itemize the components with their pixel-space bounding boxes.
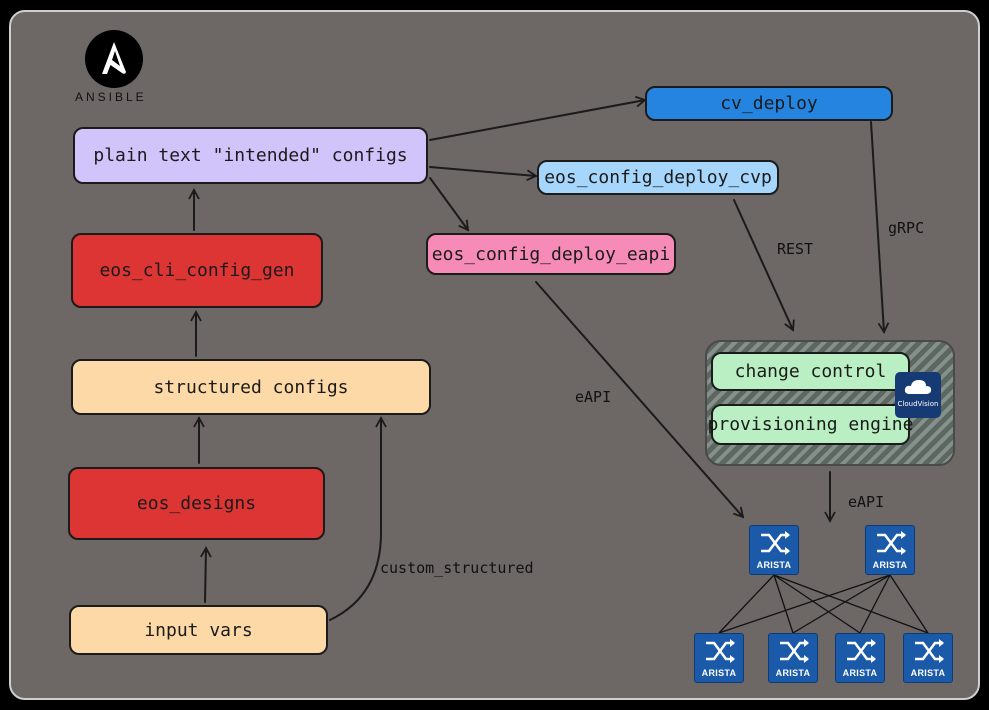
switch-icon (706, 639, 735, 663)
node-input-vars[interactable]: input vars (69, 605, 328, 655)
arista-switch-spine-1[interactable]: ARISTA (749, 525, 799, 575)
node-cv-deploy[interactable]: cv_deploy (645, 86, 893, 121)
edge-intended-deploycvp (429, 166, 538, 182)
edge-intended-deployeapi (429, 177, 470, 232)
edge-deployeapi-switches (535, 281, 745, 519)
label-rest: REST (777, 240, 814, 258)
label-eapi-left: eAPI (575, 388, 612, 406)
arista-switch-leaf-3[interactable]: ARISTA (835, 633, 885, 683)
cloudvision-label: CloudVision (897, 400, 939, 408)
node-intended-configs[interactable]: plain text "intended" configs (73, 127, 428, 184)
edge-cvdeploy-grpc (870, 121, 890, 334)
label-custom-structured: custom_structured (380, 559, 534, 577)
arista-switch-leaf-2[interactable]: ARISTA (768, 633, 818, 683)
switch-icon (761, 531, 790, 555)
switch-icon (780, 639, 809, 663)
edge-input-designs (200, 546, 212, 603)
edge-custom-structured (329, 416, 387, 621)
node-change-control[interactable]: change control (711, 352, 910, 391)
fabric-links (718, 574, 929, 634)
node-eos-cli-config-gen[interactable]: eos_cli_config_gen (71, 233, 323, 308)
ansible-logo-icon (85, 30, 143, 88)
cloudvision-logo-icon: CloudVision (895, 372, 941, 418)
label-eapi-down: eAPI (848, 493, 885, 511)
arista-switch-spine-2[interactable]: ARISTA (865, 525, 915, 575)
switch-icon (915, 639, 944, 663)
node-provisioning-engine[interactable]: provisioning engine (708, 404, 913, 445)
edge-intended-cvdeploy (429, 95, 647, 141)
arista-switch-leaf-4[interactable]: ARISTA (903, 633, 953, 683)
switch-icon (877, 531, 906, 555)
arista-switch-leaf-1[interactable]: ARISTA (694, 633, 744, 683)
node-eos-designs[interactable]: eos_designs (68, 467, 325, 540)
node-structured-configs[interactable]: structured configs (71, 359, 431, 415)
node-eos-config-deploy-eapi[interactable]: eos_config_deploy_eapi (426, 233, 676, 275)
edge-deploycvp-rest (733, 199, 795, 332)
switch-icon (847, 639, 876, 663)
ansible-wordmark: ANSIBLE (75, 90, 147, 104)
label-grpc: gRPC (888, 219, 925, 237)
node-eos-config-deploy-cvp[interactable]: eos_config_deploy_cvp (537, 160, 779, 195)
